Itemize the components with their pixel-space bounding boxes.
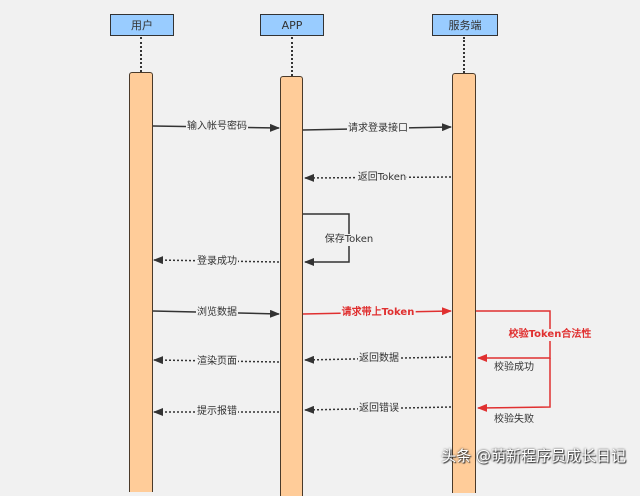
msg-validate-token: 校验Token合法性: [507, 329, 593, 341]
activation-user: [129, 72, 153, 492]
actor-app: APP: [260, 14, 324, 36]
lifeline-user: [140, 37, 142, 72]
msg-input-credentials: 输入帐号密码: [186, 121, 248, 133]
msg-login-success: 登录成功: [196, 256, 238, 268]
actor-server: 服务端: [432, 14, 498, 36]
msg-return-data: 返回数据: [358, 353, 400, 365]
watermark: 头条 @萌新程序员成长日记: [441, 447, 626, 465]
msg-browse-data: 浏览数据: [196, 307, 238, 319]
msg-validate-fail: 校验失败: [494, 414, 534, 425]
msg-save-token: 保存Token: [323, 234, 375, 246]
msg-show-error: 提示报错: [196, 406, 238, 418]
arrows-layer: [152, 123, 551, 416]
lifeline-server: [463, 37, 465, 73]
msg-validate-success: 校验成功: [494, 362, 534, 373]
msg-login-request: 请求登录接口: [347, 123, 409, 135]
msg-return-token: 返回Token: [356, 172, 408, 184]
lifeline-app: [291, 37, 293, 76]
arrow-login-success: [153, 256, 280, 265]
msg-return-error: 返回错误: [358, 403, 400, 415]
arrow-validate-fail: [477, 358, 551, 412]
msg-request-with-token: 请求带上Token: [340, 307, 416, 319]
activation-server: [452, 73, 476, 493]
activation-app: [280, 76, 303, 496]
actor-user: 用户: [110, 14, 174, 36]
arrow-render-page: [153, 356, 280, 365]
msg-render-page: 渲染页面: [196, 356, 238, 368]
